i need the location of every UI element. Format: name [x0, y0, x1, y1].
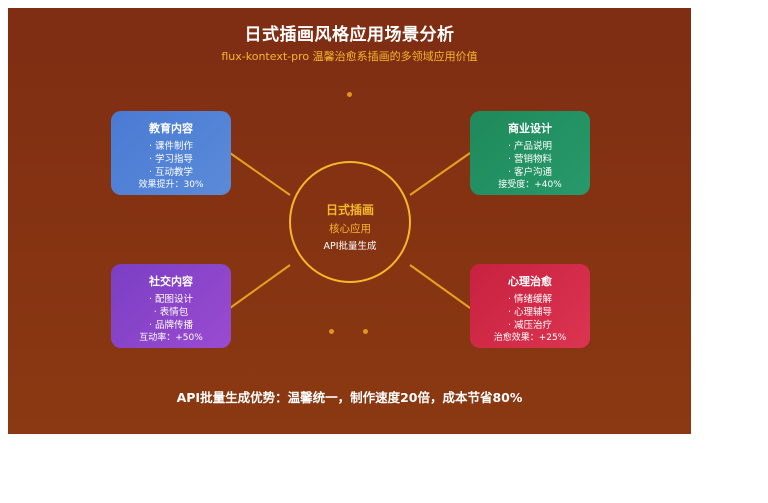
core-title: 日式插画	[325, 203, 374, 217]
card-item: · 客户沟通	[507, 167, 553, 178]
card-psychology: 心理治愈 · 情绪缓解 · 心理辅导 · 减压治疗 治愈效果：+25%	[470, 264, 590, 348]
page-subtitle: flux-kontext-pro 温馨治愈系插画的多领域应用价值	[221, 50, 478, 63]
card-stat: 效果提升：30%	[138, 180, 204, 190]
core-caption: API批量生成	[323, 241, 377, 252]
card-item: · 心理辅导	[507, 307, 553, 318]
card-stat: 接受度：+40%	[498, 180, 562, 190]
card-item: · 表情包	[153, 307, 189, 318]
card-item: · 学习指导	[148, 154, 194, 165]
card-item: · 营销物料	[507, 154, 553, 165]
card-item: · 产品说明	[507, 141, 553, 152]
core-circle: 日式插画 核心应用 API批量生成	[289, 161, 411, 283]
card-item: · 互动教学	[148, 167, 194, 178]
decorative-dot	[363, 329, 368, 334]
card-title: 社交内容	[149, 275, 193, 288]
card-item: · 配图设计	[148, 294, 194, 305]
connector-lines	[229, 152, 471, 309]
card-stat: 治愈效果：+25%	[493, 333, 567, 343]
card-title: 教育内容	[149, 122, 193, 135]
card-social: 社交内容 · 配图设计 · 表情包 · 品牌传播 互动率：+50%	[111, 264, 231, 348]
footer-summary: API批量生成优势：温馨统一，制作速度20倍，成本节省80%	[176, 390, 523, 405]
decorative-dot	[329, 329, 334, 334]
core-subtitle: 核心应用	[329, 223, 371, 235]
decorative-dot	[347, 92, 352, 97]
diagram-panel: 日式插画风格应用场景分析 flux-kontext-pro 温馨治愈系插画的多领…	[8, 8, 691, 434]
card-item: · 课件制作	[148, 141, 194, 152]
card-item: · 品牌传播	[148, 320, 194, 331]
card-education: 教育内容 · 课件制作 · 学习指导 · 互动教学 效果提升：30%	[111, 111, 231, 195]
card-title: 商业设计	[508, 122, 552, 135]
card-stat: 互动率：+50%	[139, 333, 203, 343]
page-title: 日式插画风格应用场景分析	[244, 25, 455, 45]
card-business: 商业设计 · 产品说明 · 营销物料 · 客户沟通 接受度：+40%	[470, 111, 590, 195]
card-item: · 情绪缓解	[507, 294, 553, 305]
card-title: 心理治愈	[508, 275, 552, 288]
card-item: · 减压治疗	[507, 320, 553, 331]
